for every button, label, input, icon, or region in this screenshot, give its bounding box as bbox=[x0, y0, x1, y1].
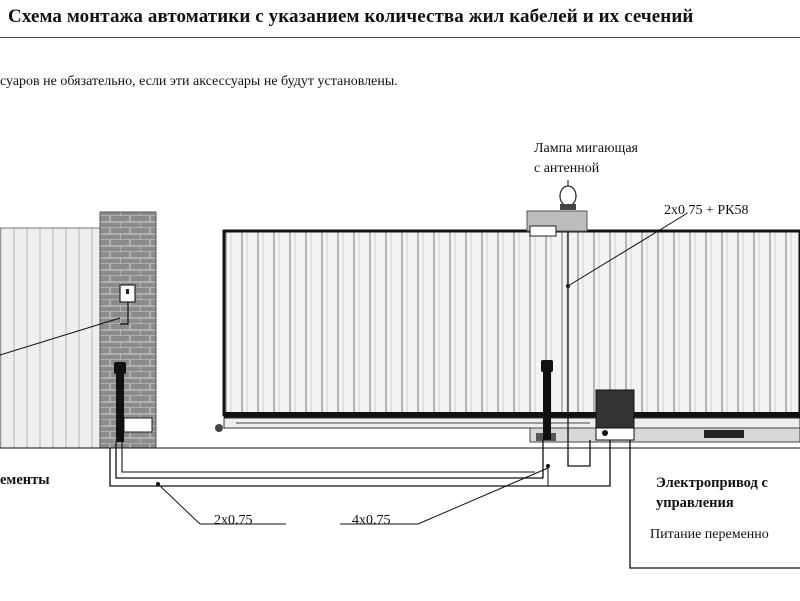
cable-left-label: 2х0.75 bbox=[214, 513, 253, 528]
drive-label-line1: Электропривод с bbox=[656, 475, 768, 491]
title-underline bbox=[0, 37, 800, 38]
cable-top-label: 2х0.75 + РК58 bbox=[664, 203, 749, 218]
title-text: Схема монтажа автоматики с указанием кол… bbox=[8, 6, 694, 27]
cable-photocell-loop bbox=[115, 440, 544, 479]
fence-panel bbox=[0, 227, 101, 449]
leader-cable-mid bbox=[417, 467, 549, 525]
junction-box bbox=[123, 417, 153, 433]
elements-label: ементы bbox=[0, 472, 50, 488]
power-label: Питание переменно bbox=[650, 527, 769, 542]
drive-label-line2: управления bbox=[656, 495, 734, 511]
leader-cable-top bbox=[567, 213, 687, 287]
sliding-gate bbox=[215, 229, 800, 432]
accessory-note: суаров не обязательно, если эти аксессуа… bbox=[0, 74, 398, 89]
lamp-label-line2: с антенной bbox=[534, 161, 600, 176]
gate-base bbox=[529, 427, 800, 443]
brick-pillar bbox=[99, 211, 157, 449]
leader-elements bbox=[0, 317, 121, 356]
key-switch-cable bbox=[120, 302, 129, 325]
cable-mid-label: 4х0.75 bbox=[352, 513, 391, 528]
diagram-title: Схема монтажа автоматики с указанием кол… bbox=[0, 0, 800, 40]
photocell-left bbox=[114, 362, 126, 442]
cable-photocell-inner bbox=[121, 442, 535, 473]
power-cable bbox=[629, 440, 800, 569]
flashing-lamp bbox=[526, 185, 588, 237]
photocell-right bbox=[541, 360, 553, 440]
cable-to-motor bbox=[109, 440, 611, 487]
lamp-cable bbox=[567, 231, 591, 467]
leader-cable-left bbox=[157, 483, 201, 525]
lamp-label-line1: Лампа мигающая bbox=[534, 141, 639, 156]
key-switch-box bbox=[119, 284, 136, 303]
gate-motor bbox=[595, 389, 635, 441]
